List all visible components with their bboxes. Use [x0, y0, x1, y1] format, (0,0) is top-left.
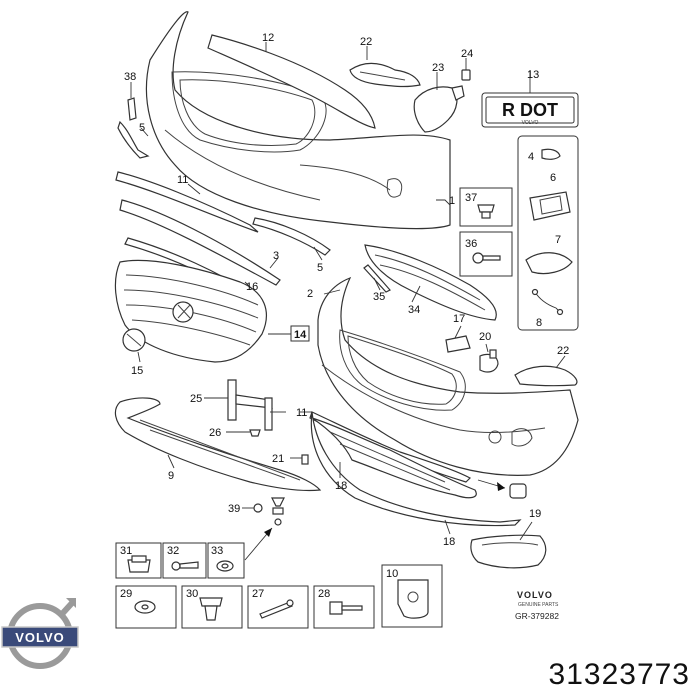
callout-2: 2: [307, 288, 313, 300]
strip-35: [363, 264, 391, 293]
clip-17: [445, 335, 471, 353]
callout-6: 6: [550, 172, 556, 184]
callout-18-lower: 18: [443, 536, 455, 548]
arrow-to-fasteners: [244, 527, 273, 561]
grille-34: [364, 244, 497, 321]
undertray-9: [114, 397, 322, 492]
callout-5-trim: 5: [317, 262, 323, 274]
rdot-badge: R DOT VOLVO: [481, 92, 579, 128]
callout-31: 31: [120, 545, 132, 557]
callout-3: 3: [273, 250, 279, 262]
callout-18-upper: 18: [335, 480, 347, 492]
grille-strip-3: [119, 199, 281, 286]
box-32: [162, 542, 207, 579]
drawing-brand-sub: GENUINE PARTS: [518, 602, 559, 608]
callout-11-lower: 11: [296, 407, 307, 419]
box-36: [459, 231, 513, 277]
box-37: [459, 187, 513, 227]
logo-text: VOLVO: [15, 630, 65, 645]
drawing-brand-block: VOLVO GENUINE PARTS GR-379282: [515, 590, 559, 621]
spoiler-18: [311, 417, 477, 499]
callout-26: 26: [209, 427, 221, 439]
callout-24: 24: [461, 48, 473, 60]
callout-5-upper: 5: [139, 122, 145, 134]
grille-14: [114, 259, 267, 363]
callout-36: 36: [465, 238, 477, 250]
callout-25: 25: [190, 393, 202, 405]
box-27: [247, 585, 309, 629]
callout-20: 20: [479, 331, 491, 343]
grille-strip-11: [115, 171, 259, 233]
bracket-25: [227, 379, 273, 431]
callout-39: 39: [228, 503, 240, 515]
clip-21: [301, 454, 309, 465]
bracket-22-lower: [514, 365, 578, 387]
callout-8: 8: [536, 317, 542, 329]
callout-17: 17: [453, 313, 465, 325]
leader-lines: [130, 42, 566, 541]
callout-16: 16: [246, 281, 258, 293]
callout-34: 34: [408, 304, 420, 316]
callout-37: 37: [465, 192, 477, 204]
callout-29: 29: [120, 588, 132, 600]
callout-22-lower: 22: [557, 345, 569, 357]
clip-panel: [517, 135, 579, 331]
callout-1: 1: [449, 195, 455, 207]
callout-30: 30: [186, 588, 198, 600]
upper-bumper-cover: [145, 11, 451, 230]
drawing-reference: GR-379282: [515, 611, 559, 621]
callout-32: 32: [167, 545, 179, 557]
sensor-20: [479, 349, 499, 373]
callout-11-upper: 11: [177, 174, 188, 186]
arrow-to-clip: [477, 479, 506, 491]
lower-bumper-cover: [317, 276, 579, 476]
box-10: [381, 564, 443, 628]
rdot-label: R DOT: [502, 100, 558, 120]
callout-14: 14: [294, 329, 307, 341]
part-number: 31323773: [548, 658, 690, 691]
rdot-sub: VOLVO: [522, 120, 539, 126]
volvo-logo: VOLVO: [1, 598, 79, 669]
callout-4: 4: [528, 151, 534, 163]
screw-26: [249, 429, 261, 437]
clip-24: [461, 69, 471, 81]
box-31: [115, 542, 162, 579]
callout-27: 27: [252, 588, 264, 600]
box-30: [181, 585, 243, 629]
clip-near-19: [509, 483, 527, 499]
callout-14-box: 14: [290, 325, 310, 342]
drawing-brand-text: VOLVO: [517, 590, 553, 600]
callout-9: 9: [168, 470, 174, 482]
callout-7: 7: [555, 234, 561, 246]
callout-35: 35: [373, 291, 385, 303]
clip-38: [127, 97, 137, 121]
callout-19: 19: [529, 508, 541, 520]
fastener-stack: [271, 497, 285, 526]
callout-10: 10: [386, 568, 398, 580]
callout-13: 13: [527, 69, 539, 81]
box-33: [207, 542, 245, 579]
bracket-22-top: [349, 62, 421, 88]
lip-18: [310, 411, 522, 527]
callout-23: 23: [432, 62, 444, 74]
box-29: [115, 585, 177, 629]
callout-15: 15: [131, 365, 143, 377]
fog-trim-19: [470, 534, 547, 569]
callout-12: 12: [262, 32, 274, 44]
callout-28: 28: [318, 588, 330, 600]
callout-22-top: 22: [360, 36, 372, 48]
callout-38: 38: [124, 71, 136, 83]
box-28: [313, 585, 375, 629]
callout-labels: 1 2 3 4 5 5 6 7 8 9 10 11 11 12 13 14 15…: [120, 32, 569, 600]
bracket-23: [413, 85, 465, 133]
emblem-15: [122, 328, 146, 352]
bracket-5-left: [117, 120, 150, 159]
washer-39: [253, 503, 263, 513]
upper-trim-strip: [207, 34, 376, 129]
callout-21: 21: [272, 453, 284, 465]
callout-33: 33: [211, 545, 223, 557]
trim-5: [252, 217, 331, 256]
